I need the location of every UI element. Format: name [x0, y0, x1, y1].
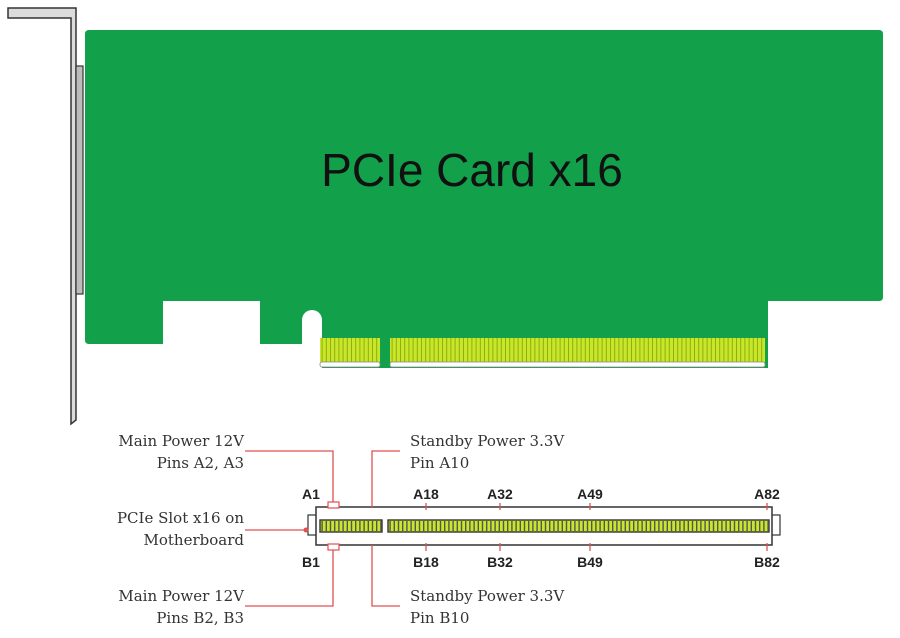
- label-slot: PCIe Slot x16 on Motherboard: [117, 509, 244, 549]
- leader-lines: [245, 450, 768, 607]
- pcie-card-pcb: [85, 30, 883, 368]
- svg-text:Pins A2, A3: Pins A2, A3: [157, 454, 244, 472]
- label-standby-a: Standby Power 3.3V Pin A10: [410, 432, 565, 472]
- pin-label-a32: A32: [487, 486, 513, 502]
- svg-text:Standby Power 3.3V: Standby Power 3.3V: [410, 432, 565, 450]
- svg-text:Motherboard: Motherboard: [144, 531, 245, 549]
- svg-text:PCIe Slot x16 on: PCIe Slot x16 on: [117, 509, 244, 527]
- gold-fingers: [319, 338, 766, 368]
- svg-text:Pins B2, B3: Pins B2, B3: [156, 609, 244, 627]
- pin-label-b32: B32: [487, 554, 513, 570]
- slot-pointer-dot: [303, 527, 309, 533]
- pin-label-b82: B82: [754, 554, 780, 570]
- pin-label-a82: A82: [754, 486, 780, 502]
- pin-labels-top: A1 A18 A32 A49 A82: [302, 486, 780, 502]
- pin-labels-bottom: B1 B18 B32 B49 B82: [302, 554, 780, 570]
- pcie-slot: [307, 506, 781, 546]
- pin-bracket-markers: [327, 501, 340, 551]
- label-main-power-a: Main Power 12V Pins A2, A3: [118, 432, 245, 472]
- pin-label-a18: A18: [413, 486, 439, 502]
- label-standby-b: Standby Power 3.3V Pin B10: [410, 587, 565, 627]
- label-main-power-b: Main Power 12V Pins B2, B3: [118, 587, 245, 627]
- svg-text:Pin B10: Pin B10: [410, 609, 469, 627]
- pin-label-a49: A49: [577, 486, 603, 502]
- pin-label-b1: B1: [302, 554, 320, 570]
- pin-label-a1: A1: [302, 486, 320, 502]
- svg-text:Standby Power 3.3V: Standby Power 3.3V: [410, 587, 565, 605]
- pin-label-b49: B49: [577, 554, 603, 570]
- svg-text:Main Power 12V: Main Power 12V: [118, 587, 245, 605]
- pci-bracket: [7, 7, 84, 426]
- pin-label-b18: B18: [413, 554, 439, 570]
- svg-text:Pin A10: Pin A10: [410, 454, 469, 472]
- card-title: PCIe Card x16: [321, 144, 623, 196]
- svg-text:Main Power 12V: Main Power 12V: [118, 432, 245, 450]
